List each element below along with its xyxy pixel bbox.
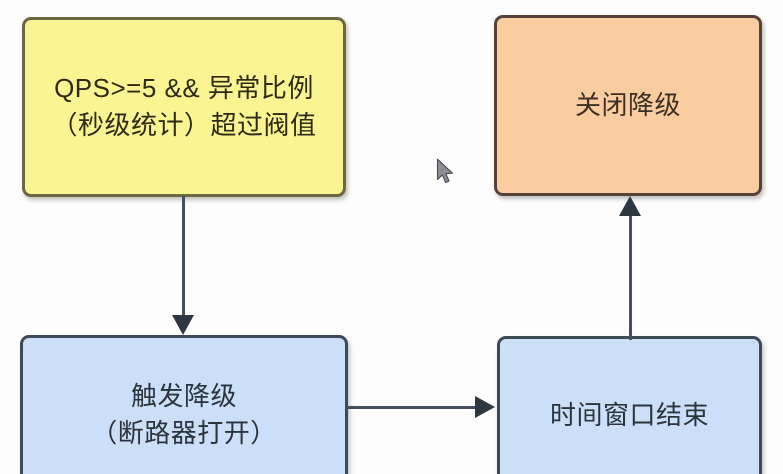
arrow-down-icon (172, 315, 194, 335)
mouse-pointer-icon (436, 158, 456, 186)
node-condition[interactable]: QPS>=5 && 异常比例（秒级统计）超过阀值 (22, 17, 346, 197)
node-close-degradation[interactable]: 关闭降级 (494, 15, 762, 196)
arrow-up-icon (619, 196, 641, 216)
edge-line (347, 406, 480, 409)
node-close-degradation-label: 关闭降级 (574, 90, 681, 121)
edge-line (629, 215, 632, 340)
edge-line (182, 196, 185, 322)
node-trigger-degradation[interactable]: 触发降级 （断路器打开） (20, 335, 348, 474)
node-condition-label: QPS>=5 && 异常比例（秒级统计）超过阀值 (51, 73, 317, 140)
node-time-window-end-label: 时间窗口结束 (549, 399, 709, 430)
arrow-right-icon (475, 396, 495, 418)
node-trigger-degradation-label: 触发降级 （断路器打开） (91, 381, 277, 448)
node-time-window-end[interactable]: 时间窗口结束 (497, 336, 762, 474)
